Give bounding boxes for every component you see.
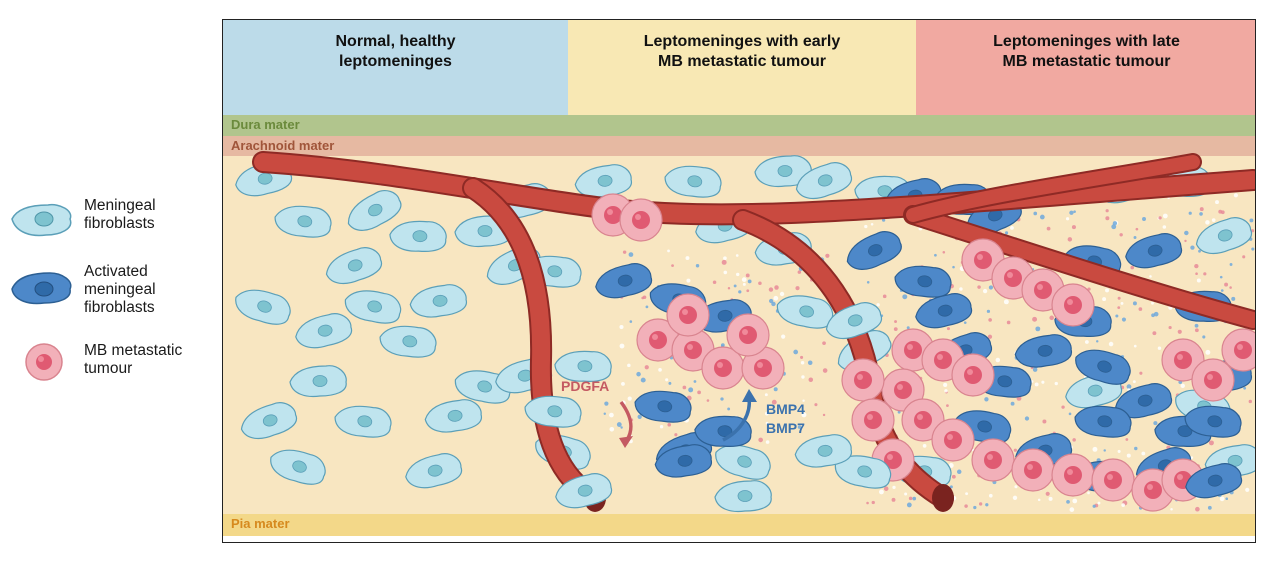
activated-fibroblast bbox=[1184, 405, 1242, 438]
meningeal-fibroblast bbox=[424, 399, 482, 433]
header-late: Leptomeninges with late MB metastatic tu… bbox=[993, 33, 1180, 70]
tumour-cell bbox=[619, 198, 663, 242]
resting-fibroblast-icon bbox=[11, 203, 72, 237]
meningeal-fibroblast bbox=[347, 190, 402, 231]
activated-fibroblast bbox=[634, 390, 692, 423]
meningeal-fibroblast bbox=[795, 162, 853, 200]
pdgfa-arrowhead bbox=[619, 436, 633, 448]
meningeal-fibroblast bbox=[524, 395, 582, 428]
dura-mater-layer bbox=[223, 115, 1255, 136]
tumour-cell-icon bbox=[25, 343, 63, 381]
header-early: Leptomeninges with early MB metastatic t… bbox=[643, 33, 841, 70]
activated-fibroblast bbox=[654, 444, 712, 478]
legend: Meningeal fibroblasts Activated meningea… bbox=[0, 0, 222, 561]
activated-fibroblast bbox=[595, 263, 653, 299]
meningeal-fibroblast bbox=[389, 220, 447, 252]
tumour-cell bbox=[701, 346, 745, 390]
tumour-cell bbox=[1221, 328, 1255, 372]
bmp-arrowhead bbox=[742, 389, 757, 402]
tumour-cell bbox=[931, 418, 975, 462]
dura-mater-label: Dura mater bbox=[231, 117, 300, 132]
tumour-cell bbox=[726, 313, 770, 357]
meningeal-fibroblast bbox=[240, 402, 298, 440]
pdgfa-label: PDGFA bbox=[561, 378, 610, 394]
activated-fibroblast bbox=[846, 231, 902, 270]
legend-item-tumour: MB metastatic tumour bbox=[8, 342, 218, 402]
meningeal-fibroblast bbox=[715, 444, 771, 480]
meningeal-fibroblast bbox=[270, 449, 326, 485]
pia-mater-layer bbox=[223, 514, 1255, 536]
tumour-cell bbox=[971, 438, 1015, 482]
tumour-cell bbox=[1051, 283, 1095, 327]
tumour-cell bbox=[1091, 458, 1135, 502]
activated-fibroblast bbox=[694, 415, 752, 447]
arachnoid-mater-label: Arachnoid mater bbox=[231, 138, 335, 153]
tumour-cell bbox=[901, 398, 945, 442]
normal-header-band bbox=[223, 20, 568, 115]
meningeal-fibroblast bbox=[714, 480, 772, 513]
meningeal-fibroblast bbox=[409, 284, 467, 318]
meningeal-fibroblast bbox=[289, 365, 347, 398]
activated-fibroblast bbox=[1014, 334, 1072, 368]
meningeal-fibroblast bbox=[235, 289, 291, 325]
legend-item-activated: Activated meningeal fibroblasts bbox=[8, 263, 218, 323]
meningeal-fibroblast bbox=[794, 434, 852, 468]
tumour-cell bbox=[1191, 358, 1235, 402]
meningeal-fibroblast bbox=[344, 290, 402, 324]
activated-fibroblast bbox=[1074, 405, 1132, 438]
bmp-label: BMP4 BMP7 bbox=[766, 401, 805, 436]
meningeal-fibroblast bbox=[1195, 217, 1253, 255]
activated-fibroblast bbox=[1125, 233, 1183, 269]
meningeal-fibroblast bbox=[554, 350, 612, 382]
arachnoid-mater-layer bbox=[223, 136, 1255, 156]
activated-fibroblast bbox=[915, 293, 973, 329]
tumour-cell bbox=[741, 346, 785, 390]
activated-fibroblast-icon bbox=[11, 272, 72, 305]
tumour-cell bbox=[851, 398, 895, 442]
meningeal-fibroblast bbox=[334, 405, 392, 438]
activated-fibroblast bbox=[1075, 349, 1131, 385]
early-header-band bbox=[568, 20, 916, 115]
tumour-cell bbox=[636, 318, 680, 362]
tumour-cell bbox=[1051, 453, 1095, 497]
tumour-cell bbox=[1011, 448, 1055, 492]
meningeal-fibroblast bbox=[405, 453, 463, 489]
leptomeninges-diagram: Normal, healthy leptomeninges Leptomenin… bbox=[222, 19, 1256, 543]
meningeal-fibroblast bbox=[325, 247, 383, 285]
tumour-cell bbox=[1161, 338, 1205, 382]
tumour-cell bbox=[951, 353, 995, 397]
meningeal-fibroblast bbox=[274, 205, 332, 238]
legend-label-fibroblast: Meningeal fibroblasts bbox=[84, 197, 156, 232]
meningeal-fibroblast bbox=[295, 313, 353, 349]
meningeal-fibroblast bbox=[834, 455, 892, 489]
meningeal-fibroblast bbox=[825, 302, 883, 340]
activated-fibroblast bbox=[1115, 383, 1173, 419]
header-normal: Normal, healthy leptomeninges bbox=[335, 33, 456, 70]
tumour-cell bbox=[666, 293, 710, 337]
pia-mater-label: Pia mater bbox=[231, 516, 290, 531]
meningeal-fibroblast bbox=[664, 165, 722, 198]
diagram-scene bbox=[223, 20, 1255, 542]
meningeal-fibroblast bbox=[379, 325, 437, 358]
activated-fibroblast bbox=[1185, 463, 1243, 499]
legend-item-fibroblast: Meningeal fibroblasts bbox=[8, 197, 218, 257]
legend-label-activated: Activated meningeal fibroblasts bbox=[84, 263, 156, 316]
legend-label-tumour: MB metastatic tumour bbox=[84, 342, 183, 377]
tumour-cell bbox=[841, 358, 885, 402]
late-header-band bbox=[916, 20, 1255, 115]
activated-fibroblast bbox=[894, 265, 952, 298]
meningeal-fibroblast bbox=[555, 473, 613, 509]
tumour-cell bbox=[881, 368, 925, 412]
